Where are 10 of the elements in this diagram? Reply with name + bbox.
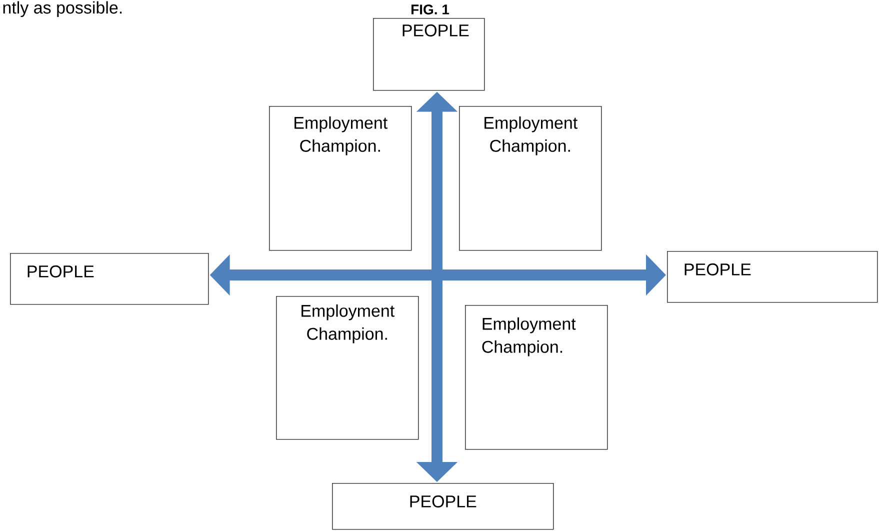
note-text: ntly as possible. (3, 1, 122, 18)
text-box: PEOPLE (667, 251, 878, 303)
text-box: Employment Champion. (269, 106, 412, 251)
text-box: PEOPLE (10, 253, 209, 305)
text-box: PEOPLE (332, 483, 554, 530)
text-box: Employment Champion. (276, 296, 419, 440)
text-box: PEOPLE (373, 18, 485, 91)
text-box: Employment Champion. (459, 106, 602, 251)
figure-title: FIG. 1 (412, 4, 450, 14)
text-box: Employment Champion. (465, 305, 608, 450)
